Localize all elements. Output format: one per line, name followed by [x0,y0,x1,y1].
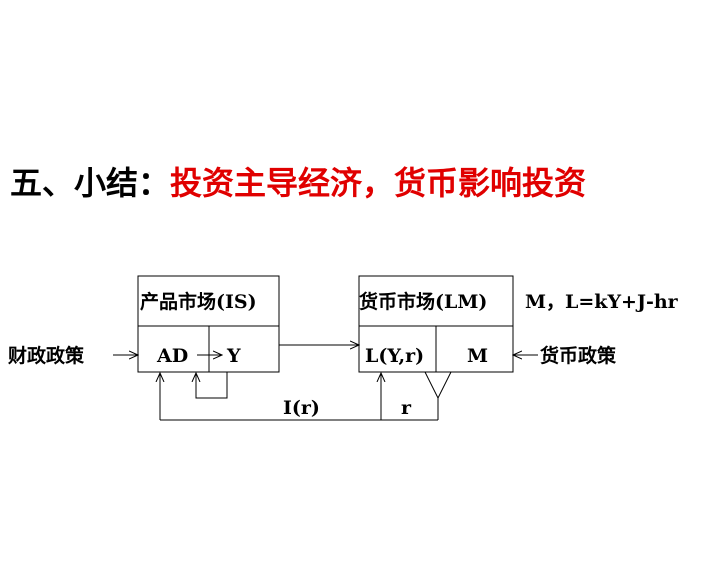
lm-v-connector [424,371,452,400]
lm-equation: M，L=kY+J-hr [525,291,679,313]
lm-box-l-label: L(Y,r) [365,345,424,367]
title-main: 投资主导经济，货币影响投资 [170,164,587,202]
lm-box-m-label: M [467,345,488,367]
lm-box-header: 货币市场(LM) [359,290,487,313]
y-feedback-loop-arrow [196,372,228,399]
fiscal-policy-label: 财政政策 [8,344,85,367]
title-prefix: 五、小结： [10,164,171,202]
rate-label: r [401,397,412,419]
is-box-header: 产品市场(IS) [140,290,257,313]
is-box-y-label: Y [226,345,241,367]
investment-label: I(r) [283,397,320,419]
is-box-ad-label: AD [156,345,188,367]
monetary-policy-label: 货币政策 [540,344,617,367]
slide-title: 五、小结：投资主导经济，货币影响投资 [10,158,586,204]
